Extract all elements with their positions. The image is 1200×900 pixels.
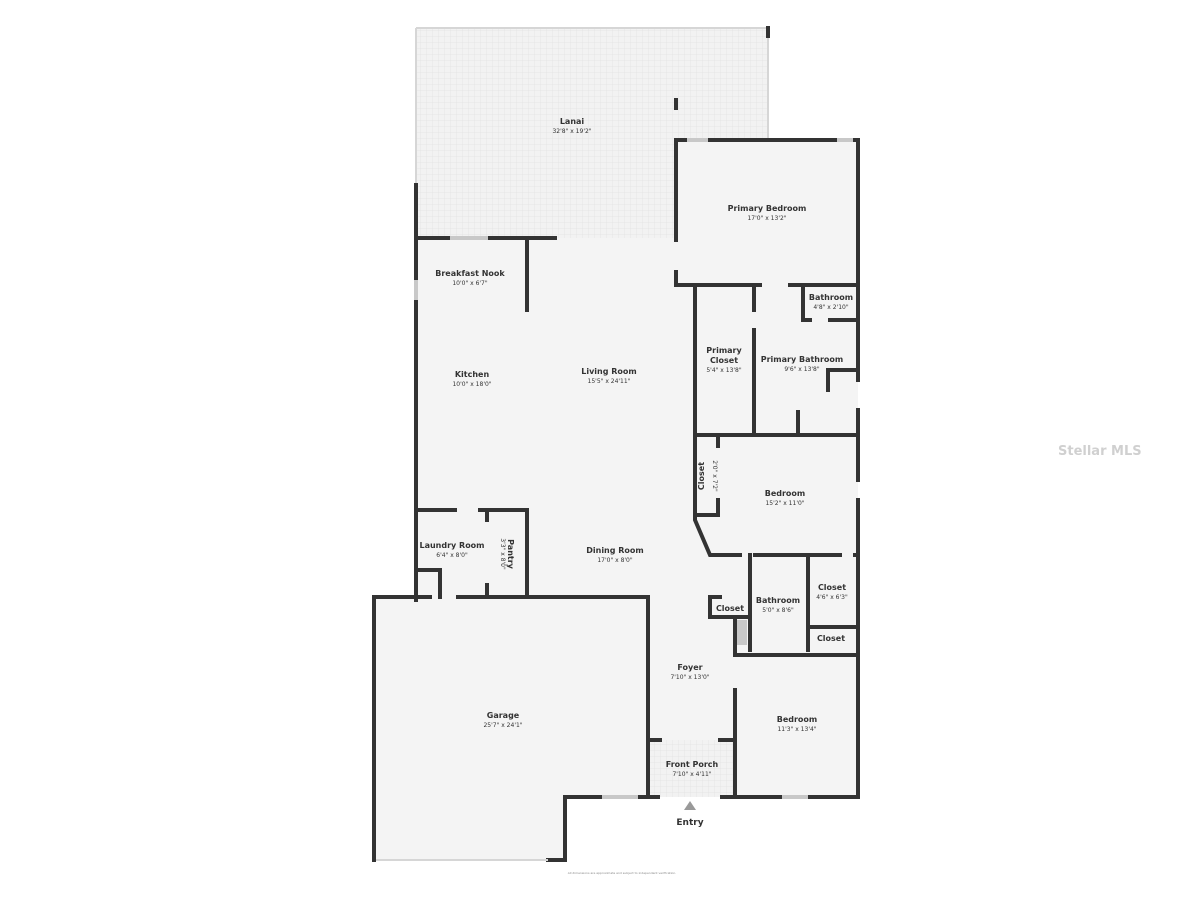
- front-porch-floor: [650, 740, 735, 797]
- closet-vertical-label: Closet: [697, 462, 706, 490]
- lanai-label: Lanai: [560, 117, 585, 126]
- pantry-dims: 3'3" x 8'0": [499, 538, 506, 570]
- closet-vertical-dims: 2'0" x 7'2": [711, 460, 718, 492]
- living-room-dims: 15'5" x 24'11": [588, 378, 631, 385]
- bathroom-2-label: Bathroom: [756, 596, 800, 605]
- primary-bathroom-dims: 9'6" x 13'8": [784, 366, 820, 373]
- bathroom-small-label: Bathroom: [809, 293, 853, 302]
- laundry-room-label: Laundry Room: [419, 541, 484, 550]
- bathroom-small-dims: 4'8" x 2'10": [813, 304, 849, 311]
- bathroom-2-dims: 5'0" x 8'6": [762, 607, 794, 614]
- primary-bedroom-label: Primary Bedroom: [728, 204, 807, 213]
- foyer-dims: 7'10" x 13'0": [670, 674, 709, 681]
- foyer-label: Foyer: [677, 663, 702, 672]
- primary-bathroom-label: Primary Bathroom: [761, 355, 844, 364]
- kitchen-dims: 10'0" x 18'0": [452, 381, 491, 388]
- primary-closet-dims: 5'4" x 13'8": [706, 367, 742, 374]
- dining-room-label: Dining Room: [586, 546, 644, 555]
- living-room-label: Living Room: [581, 367, 637, 376]
- breakfast-nook-dims: 10'0" x 6'7": [452, 280, 488, 287]
- dining-room-dims: 17'0" x 8'0": [597, 557, 633, 564]
- bedroom-3-label: Bedroom: [777, 715, 818, 724]
- closet-3-label: Closet: [817, 634, 845, 643]
- closet-2-label: Closet: [818, 583, 846, 592]
- pantry-label: Pantry: [506, 539, 515, 570]
- laundry-room-dims: 6'4" x 8'0": [436, 552, 468, 559]
- garage-label: Garage: [487, 711, 520, 720]
- primary-closet-label-2: Closet: [710, 356, 738, 365]
- hatched-fixture: [737, 620, 747, 645]
- closet-small-label: Closet: [716, 604, 744, 613]
- entry-arrow-icon: [684, 801, 696, 810]
- garage-floor: [374, 597, 648, 860]
- primary-bedroom-dims: 17'0" x 13'2": [747, 215, 786, 222]
- kitchen-label: Kitchen: [455, 370, 490, 379]
- bedroom-3-dims: 11'3" x 13'4": [777, 726, 816, 733]
- lanai-post: [674, 26, 770, 110]
- front-porch-label: Front Porch: [666, 760, 719, 769]
- breakfast-nook-label: Breakfast Nook: [435, 269, 505, 278]
- primary-closet-label-1: Primary: [706, 346, 742, 355]
- bedroom-2-dims: 15'2" x 11'0": [765, 500, 804, 507]
- lanai-dims: 32'8" x 19'2": [552, 128, 591, 135]
- bedroom-2-label: Bedroom: [765, 489, 806, 498]
- watermark: Stellar MLS: [1058, 444, 1142, 459]
- front-porch-dims: 7'10" x 4'11": [672, 771, 711, 778]
- entry-label: Entry: [676, 818, 703, 828]
- closet-2-dims: 4'6" x 6'3": [816, 594, 848, 601]
- footnote: All dimensions are approximate and subje…: [568, 871, 677, 875]
- garage-dims: 25'7" x 24'1": [483, 722, 522, 729]
- walls: [372, 138, 860, 862]
